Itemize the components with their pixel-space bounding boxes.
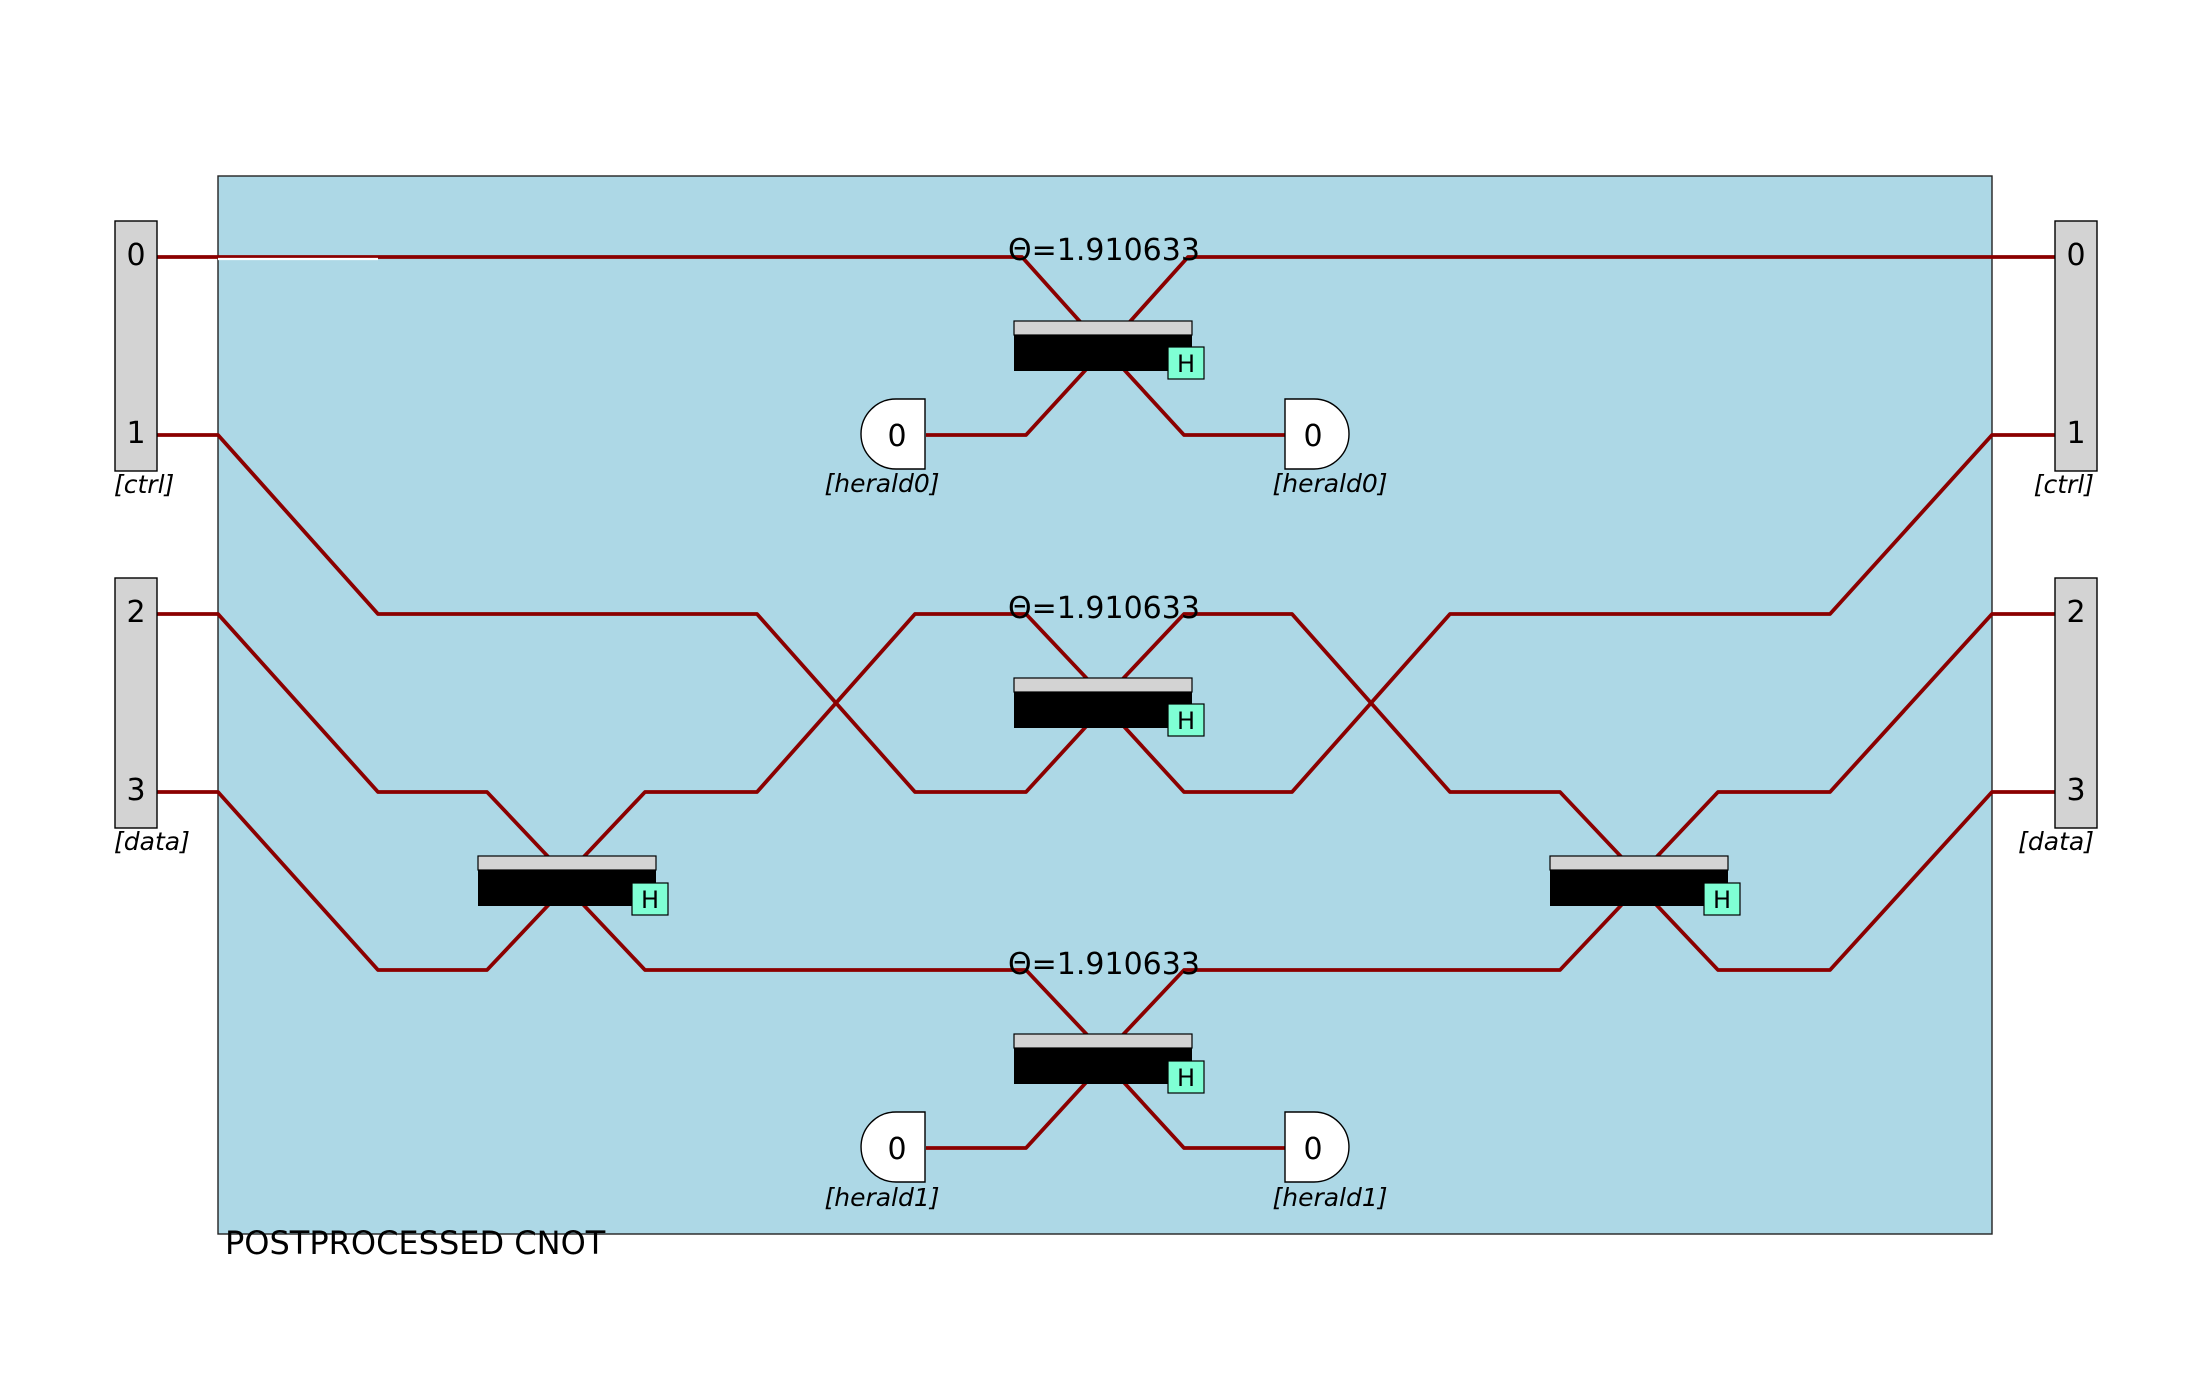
port-label: [data] [114,827,190,856]
waveguide-mode-1 [157,433,1094,794]
beam-splitter-top[interactable]: Θ=1.910633 H [1008,233,1205,380]
herald-label: [herald1] [1272,1183,1387,1212]
herald-label: [herald0] [1272,469,1387,498]
port-mode-0: 0 [2066,238,2085,273]
waveguides [157,255,2055,1150]
beam-splitter-plate [477,855,657,871]
port-mode-2: 2 [2066,595,2085,630]
port-box [114,220,158,472]
beam-splitter-right[interactable]: H [1549,855,1741,916]
waveguide-right-bs-up [1648,612,2055,866]
herald-detector-shape [1284,1111,1350,1183]
herald-detector-0[interactable]: 0 [herald0] [1272,398,1388,498]
hadamard-tag [1167,346,1205,380]
hadamard-tag [1167,703,1205,737]
herald-source-0[interactable]: 0 [herald0] [824,398,940,498]
waveguide-herald0-in [926,361,1094,437]
port-mode-0: 0 [126,238,145,273]
port-mode-3: 3 [126,773,145,808]
component-title: POSTPROCESSED CNOT [225,1224,606,1262]
waveguide-left-bs-down [575,896,1094,1042]
waveguide-mode-2 [157,612,557,866]
waveguide-bottom-bs-out [1116,896,1630,1042]
port-label: [ctrl] [114,470,174,499]
herald-source-shape [860,1111,926,1183]
port-box [114,577,158,829]
input-port-ctrl[interactable]: 0 1 [ctrl] [114,220,174,499]
beam-splitter-body [1550,870,1728,906]
herald-value: 0 [887,419,906,454]
port-label: [ctrl] [2034,470,2094,499]
hadamard-label: H [1177,350,1195,378]
herald-value: 0 [1303,1132,1322,1167]
beam-splitter-body [1014,692,1192,728]
herald-detector-1[interactable]: 0 [herald1] [1272,1111,1388,1212]
port-mode-1: 1 [2066,416,2085,451]
beam-splitter-bottom[interactable]: Θ=1.910633 H [1008,947,1205,1094]
theta-label: Θ=1.910633 [1008,233,1200,268]
output-port-data[interactable]: 2 3 [data] [2018,577,2098,856]
port-box [2054,220,2098,472]
port-box [2054,577,2098,829]
output-port-ctrl[interactable]: 0 1 [ctrl] [2034,220,2098,499]
waveguide-right-bs-down [1648,790,2055,972]
herald-value: 0 [1303,419,1322,454]
waveguide-herald1-out [1116,1074,1285,1150]
herald-label: [herald0] [824,469,939,498]
beam-splitter-body [1014,1048,1192,1084]
herald-source-shape [860,398,926,470]
port-label: [data] [2018,827,2094,856]
herald-source-1[interactable]: 0 [herald1] [824,1111,940,1212]
hadamard-label: H [1713,886,1731,914]
waveguide-center-bs-down [1116,433,2055,794]
herald-value: 0 [887,1132,906,1167]
port-mode-3: 3 [2066,773,2085,808]
beam-splitter-plate [1013,1033,1193,1049]
theta-label: Θ=1.910633 [1008,947,1200,982]
beam-splitter-plate [1013,677,1193,693]
waveguide-mode-3 [157,790,557,972]
beam-splitter-plate [1549,855,1729,871]
herald-label: [herald1] [824,1183,939,1212]
beam-splitter-plate [1013,320,1193,336]
port-mode-2: 2 [126,595,145,630]
theta-label: Θ=1.910633 [1008,591,1200,626]
beam-splitter-center[interactable]: Θ=1.910633 H [1008,591,1205,737]
beam-splitter-body [478,870,656,906]
input-port-data[interactable]: 2 3 [data] [114,577,190,856]
hadamard-label: H [1177,1064,1195,1092]
waveguide-left-bs-up [575,612,1094,866]
waveguide-herald0-out [1116,361,1285,437]
port-mode-1: 1 [126,416,145,451]
beam-splitter-left[interactable]: H [477,855,669,916]
herald-detector-shape [1284,398,1350,470]
waveguide-mode-0 [157,255,2055,337]
beam-splitter-body [1014,335,1192,371]
hadamard-label: H [641,886,659,914]
hadamard-tag [1703,882,1741,916]
hadamard-label: H [1177,707,1195,735]
hadamard-tag [1167,1060,1205,1094]
waveguide-herald1-in [926,1074,1094,1150]
hadamard-tag [631,882,669,916]
